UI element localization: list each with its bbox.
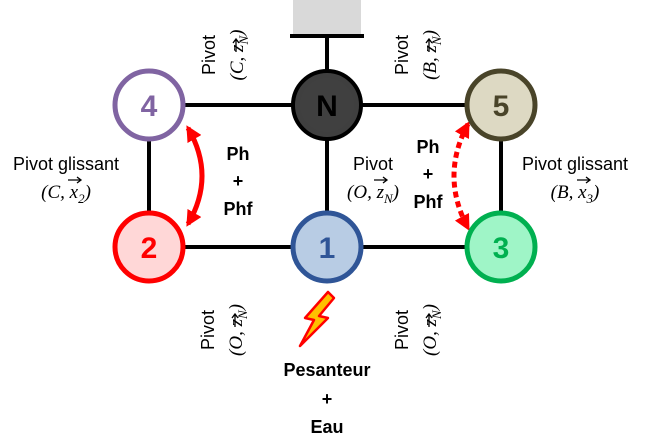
action-label-left-line3: Phf bbox=[224, 199, 254, 219]
joint-pivot-o-zn-right-point: O bbox=[420, 336, 441, 350]
joint-pivot-glissant-c-x2-vector: x bbox=[69, 182, 79, 203]
vector-arrow-c-zn bbox=[232, 37, 240, 52]
lightning-bolt-icon bbox=[298, 290, 336, 348]
node-1-label: 1 bbox=[319, 232, 336, 265]
vector-arrow-c-x2 bbox=[68, 176, 83, 184]
node-n-label: N bbox=[316, 90, 338, 123]
node-5-circle bbox=[464, 68, 538, 142]
vector-arrow-o-zn-right bbox=[425, 312, 433, 327]
node-2: 2 bbox=[112, 210, 186, 284]
joint-pivot-glissant-b-x3-params: (B, x3) bbox=[551, 182, 600, 206]
action-label-left-line1: Ph bbox=[226, 144, 249, 164]
joint-pivot-b-zn-vector: z bbox=[420, 44, 441, 53]
node-n: N bbox=[291, 69, 363, 141]
joint-pivot-b-zn-type: Pivot bbox=[392, 35, 412, 75]
action-label-right: Ph + Phf bbox=[414, 137, 444, 212]
joint-pivot-o-zn-left-point: O bbox=[226, 336, 247, 350]
joint-pivot-b-zn-sub: N bbox=[429, 35, 444, 46]
joint-pivot-o-zn-center-point: O bbox=[353, 182, 367, 203]
joint-pivot-c-zn-type: Pivot bbox=[199, 35, 219, 75]
joint-pivot-c-zn-params: (C, zN) bbox=[227, 30, 251, 81]
joint-pivot-o-zn-left-sub: N bbox=[235, 309, 250, 320]
joint-pivot-o-zn-center-sub: N bbox=[383, 191, 394, 206]
joint-pivot-glissant-c-x2-sub: 2 bbox=[78, 191, 85, 206]
joint-pivot-glissant-c-x2-params: (C, x2) bbox=[41, 182, 91, 206]
joint-pivot-o-zn-right-type: Pivot bbox=[392, 310, 412, 350]
ground-frame bbox=[293, 0, 361, 34]
joint-pivot-glissant-b-x3-type: Pivot glissant bbox=[522, 154, 628, 174]
external-action-line2: + bbox=[322, 389, 333, 409]
external-action-line1: Pesanteur bbox=[283, 360, 370, 380]
node-5-label: 5 bbox=[493, 90, 510, 123]
node-4: 4 bbox=[112, 68, 186, 142]
vector-arrow-o-zn-center bbox=[374, 176, 389, 184]
node-1-circle bbox=[290, 210, 364, 284]
action-label-right-line1: Ph bbox=[416, 137, 439, 157]
vector-arrows bbox=[68, 37, 592, 327]
joint-pivot-b-zn-point: B bbox=[420, 62, 441, 74]
joint-pivot-glissant-b-x3: Pivot glissant (B, x3) bbox=[522, 154, 628, 206]
joint-pivot-o-zn-left: Pivot (O, zN) bbox=[198, 304, 250, 356]
node-3-label: 3 bbox=[493, 232, 510, 265]
action-arrow-5-3 bbox=[451, 121, 471, 231]
joint-pivot-glissant-b-x3-sub: 3 bbox=[586, 191, 594, 206]
node-2-circle bbox=[112, 210, 186, 284]
joint-pivot-o-zn-right-vector: z bbox=[420, 318, 441, 327]
joint-pivot-c-zn-point: C bbox=[227, 61, 248, 74]
joint-pivot-o-zn-left-vector: z bbox=[226, 318, 247, 327]
joint-pivot-glissant-c-x2-type: Pivot glissant bbox=[13, 154, 119, 174]
node-3-circle bbox=[464, 210, 538, 284]
joint-pivot-o-zn-center-type: Pivot bbox=[353, 154, 393, 174]
action-label-right-line2: + bbox=[423, 164, 434, 184]
node-n-inner bbox=[300, 78, 354, 132]
joint-pivot-o-zn-center-params: (O, zN) bbox=[347, 182, 399, 206]
joint-pivot-o-zn-center-vector: z bbox=[376, 182, 385, 203]
external-action-line3: Eau bbox=[310, 417, 343, 437]
joint-pivot-o-zn-right-sub: N bbox=[429, 309, 444, 320]
joint-pivot-o-zn-right: Pivot (O, zN) bbox=[392, 304, 444, 356]
joint-pivot-o-zn-right-params: (O, zN) bbox=[420, 304, 444, 356]
joint-pivot-o-zn-left-params: (O, zN) bbox=[226, 304, 250, 356]
joint-pivot-c-zn: Pivot (C, zN) bbox=[199, 30, 251, 81]
node-5: 5 bbox=[464, 68, 538, 142]
joint-pivot-b-zn: Pivot (B, zN) bbox=[392, 30, 444, 80]
node-1: 1 bbox=[290, 210, 364, 284]
action-label-left: Ph + Phf bbox=[224, 144, 254, 219]
joint-pivot-c-zn-vector: z bbox=[227, 44, 248, 53]
vector-arrow-b-x3 bbox=[577, 176, 592, 184]
joint-pivot-glissant-b-x3-point: B bbox=[557, 182, 569, 203]
joint-pivot-glissant-c-x2-point: C bbox=[47, 182, 60, 203]
action-label-left-line2: + bbox=[233, 171, 244, 191]
node-4-label: 4 bbox=[141, 90, 158, 123]
joint-pivot-c-zn-sub: N bbox=[236, 35, 251, 46]
action-arrow-4-2 bbox=[185, 125, 205, 227]
joint-pivot-o-zn-left-type: Pivot bbox=[198, 310, 218, 350]
joint-pivot-glissant-c-x2: Pivot glissant (C, x2) bbox=[13, 154, 119, 206]
joint-pivot-glissant-b-x3-vector: x bbox=[577, 182, 587, 203]
joint-pivot-b-zn-params: (B, zN) bbox=[420, 30, 444, 80]
node-4-circle bbox=[112, 68, 186, 142]
node-2-label: 2 bbox=[141, 232, 158, 265]
action-label-right-line3: Phf bbox=[414, 192, 444, 212]
joint-pivot-o-zn-center: Pivot (O, zN) bbox=[347, 154, 399, 206]
vector-arrow-b-zn bbox=[425, 37, 433, 52]
vector-arrow-o-zn-left bbox=[231, 312, 239, 327]
external-action-label: Pesanteur + Eau bbox=[283, 360, 370, 437]
node-3: 3 bbox=[464, 210, 538, 284]
